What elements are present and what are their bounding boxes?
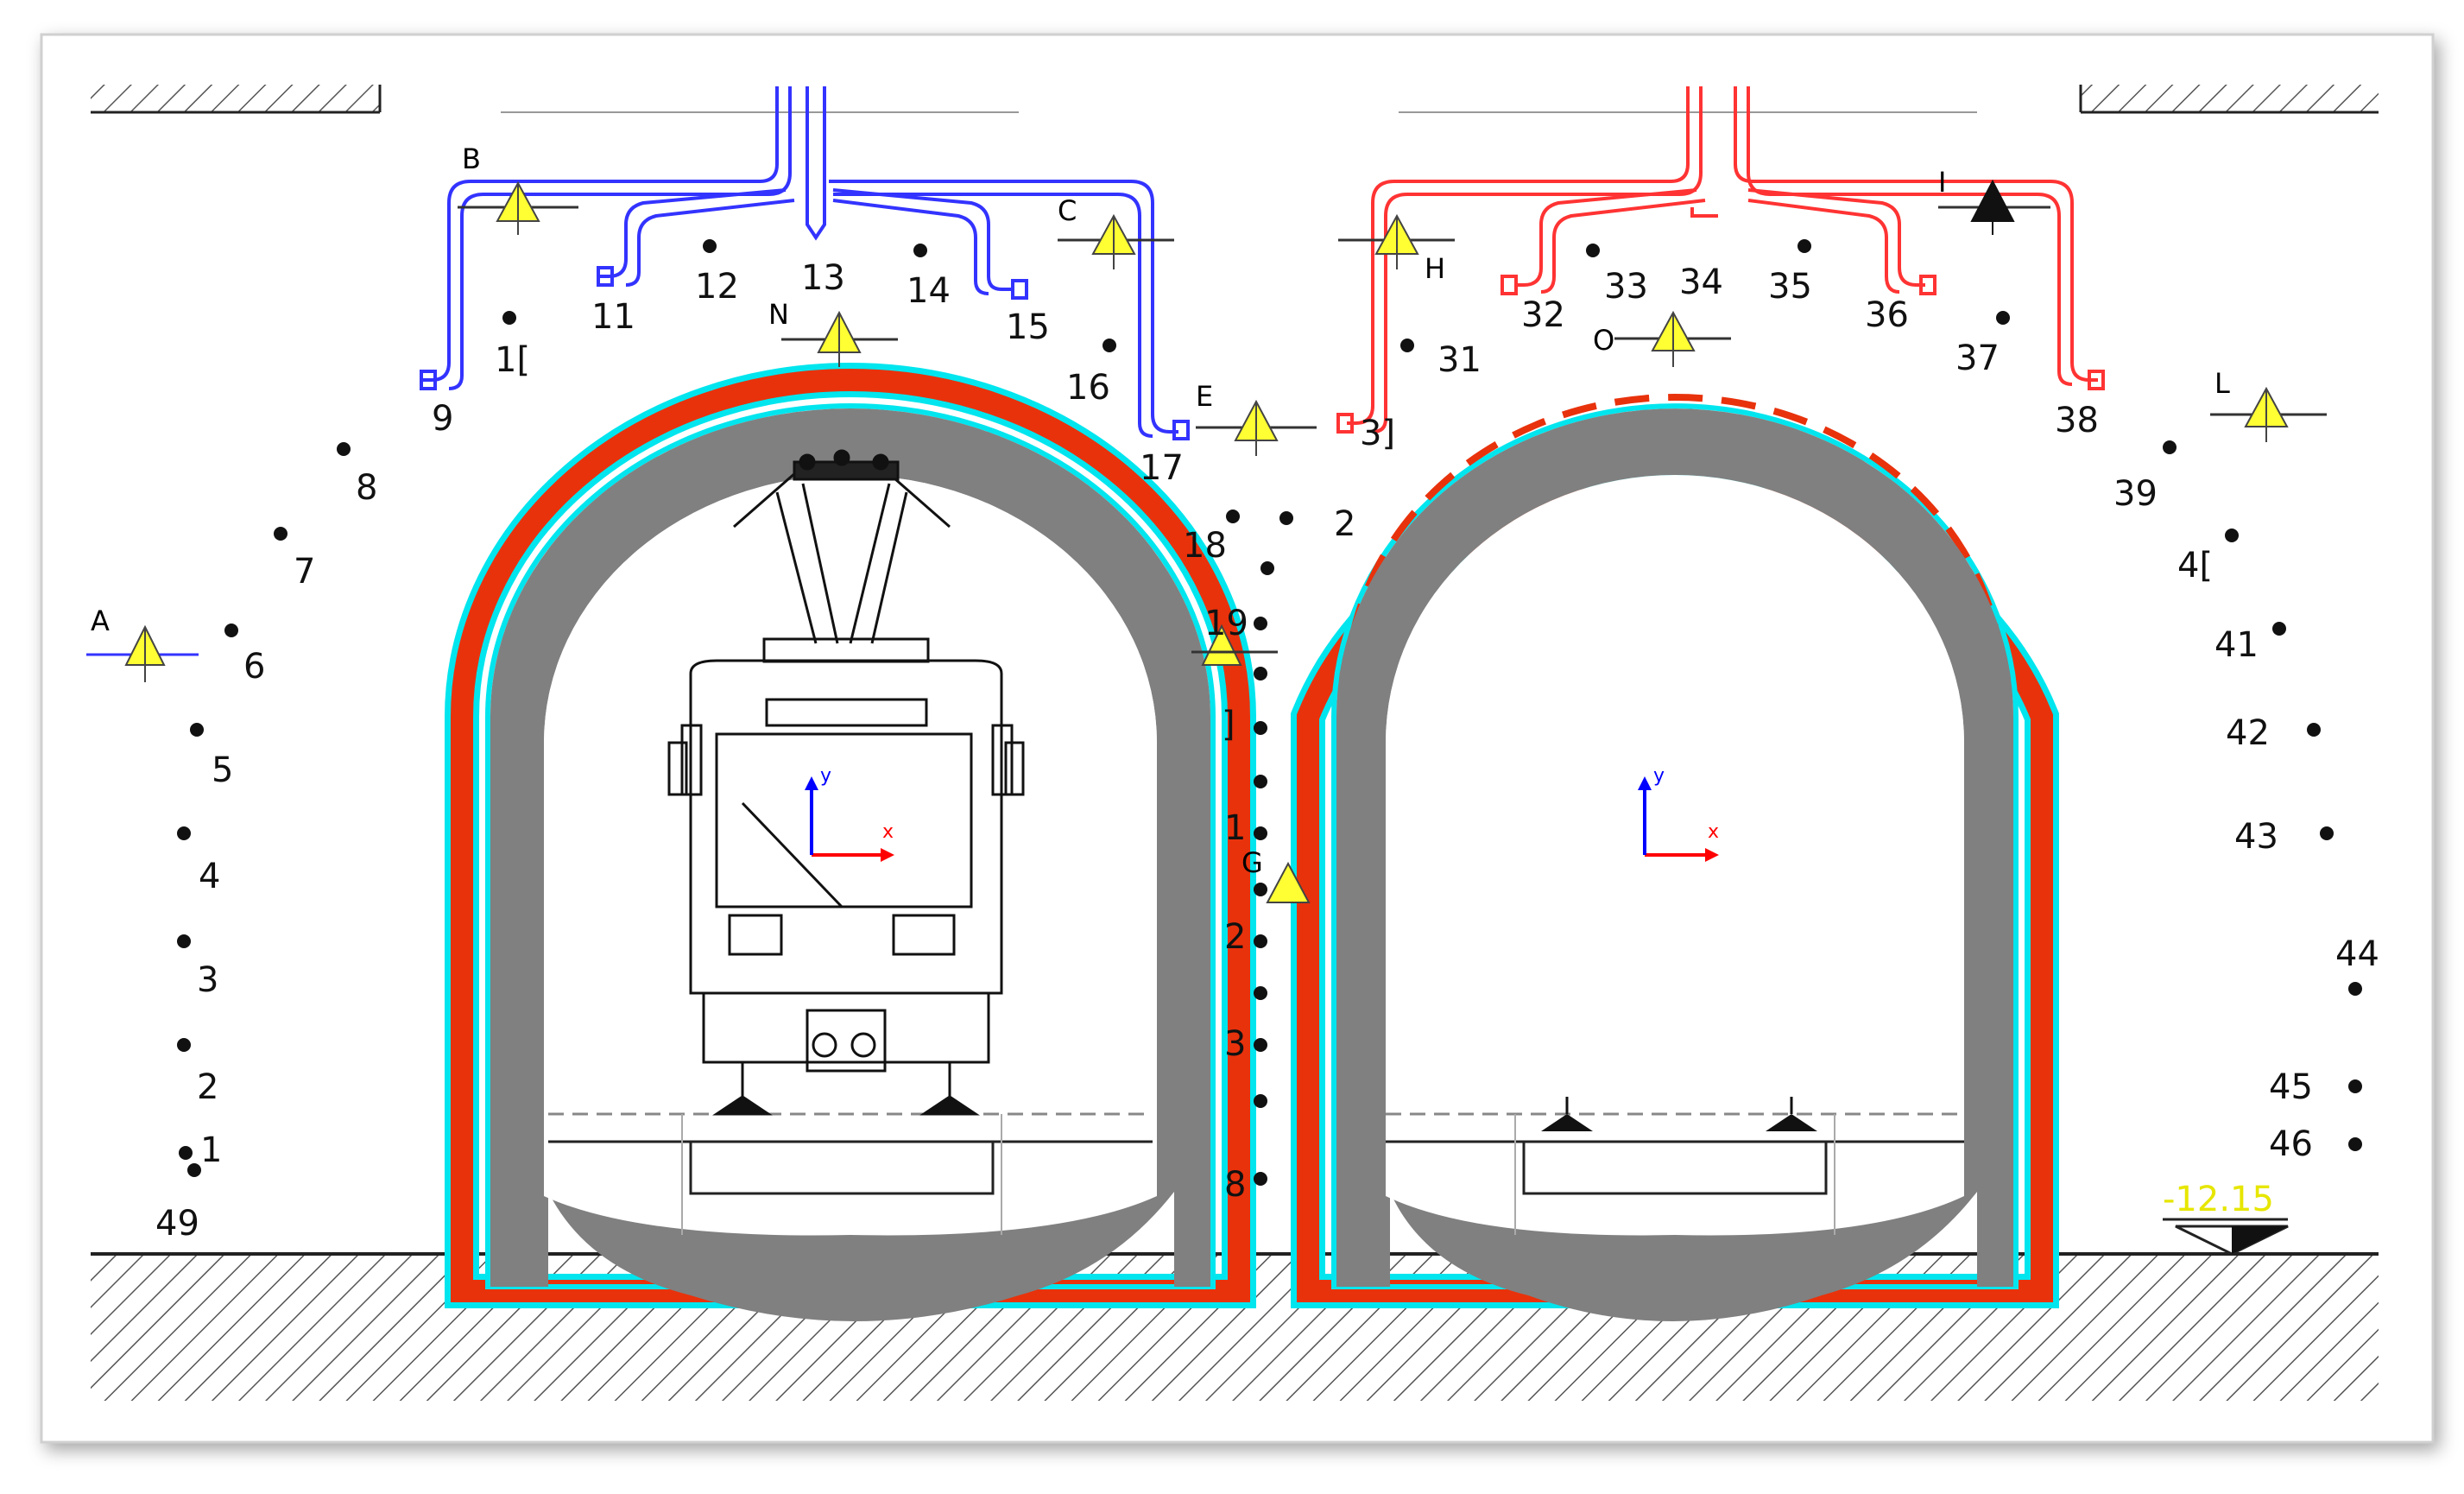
marker-h: H — [1338, 213, 1455, 285]
axis-x-label: x — [882, 821, 894, 843]
point-label: 41 — [2214, 625, 2259, 665]
svg-text:O: O — [1593, 324, 1614, 357]
point-label: 37 — [1955, 339, 2000, 378]
marker-c: C — [1058, 194, 1174, 269]
marker-between — [1191, 624, 1278, 666]
point-labels: 1 2 3 4 5 6 7 8 9 1[ 11 12 13 14 15 16 1… — [155, 258, 2379, 1244]
marker-l: L — [2210, 367, 2327, 442]
point-label: 16 — [1066, 368, 1110, 408]
point-label: 34 — [1679, 263, 1723, 302]
point-label: 4[ — [2177, 546, 2213, 586]
axis-triad-right: x y — [1638, 765, 1719, 862]
point-label: 49 — [155, 1204, 199, 1244]
point-label: 39 — [2113, 474, 2158, 514]
marker-e: E — [1196, 380, 1317, 456]
marker-a: A — [86, 605, 199, 682]
survey-markers: A B C N E H — [86, 142, 2327, 903]
point-label: 38 — [2055, 401, 2099, 440]
point-label: 3 — [1224, 1024, 1246, 1064]
axis-y-label: y — [820, 765, 831, 787]
point-label: ] — [1222, 705, 1235, 744]
point-label: 15 — [1006, 307, 1050, 347]
svg-text:B: B — [462, 142, 481, 175]
point-label: 6 — [243, 647, 265, 687]
svg-text:H: H — [1425, 252, 1445, 285]
marker-g: G — [1241, 846, 1311, 903]
left-tunnel — [445, 363, 1256, 1321]
point-label: 2 — [1224, 917, 1246, 957]
point-label: 3 — [197, 960, 218, 1000]
svg-text:N: N — [768, 298, 789, 331]
right-pipe-network — [1336, 86, 2105, 434]
point-label: 3] — [1360, 414, 1395, 453]
svg-text:A: A — [91, 605, 110, 637]
point-label: 7 — [294, 552, 315, 592]
marker-b: B — [458, 142, 578, 235]
point-label: 1 — [200, 1130, 222, 1170]
marker-o: O — [1593, 310, 1731, 367]
point-label: 1[ — [495, 340, 530, 380]
point-label: 12 — [695, 267, 739, 307]
tram-front-view — [667, 449, 1025, 1116]
marker-i: I — [1938, 166, 2050, 235]
elevation-value: -12.15 — [2163, 1180, 2274, 1219]
marker-n: N — [768, 298, 898, 367]
point-label: 43 — [2234, 817, 2278, 857]
point-label: 13 — [801, 258, 845, 298]
axis-y-label: y — [1653, 765, 1665, 787]
point-label: 8 — [356, 468, 377, 508]
point-label: 18 — [1183, 526, 1227, 566]
point-label: 44 — [2335, 934, 2379, 974]
point-label: 1 — [1224, 808, 1246, 848]
point-label: 32 — [1521, 295, 1565, 335]
svg-text:C: C — [1058, 194, 1077, 227]
svg-text:G: G — [1241, 846, 1263, 879]
axis-triad-left: x y — [805, 765, 894, 862]
point-label: 45 — [2269, 1067, 2313, 1107]
point-label: 35 — [1768, 267, 1812, 307]
svg-text:L: L — [2214, 367, 2230, 400]
point-label: 11 — [591, 297, 635, 337]
right-tunnel — [1291, 394, 2059, 1321]
point-label: 2 — [197, 1067, 218, 1107]
point-label: 9 — [432, 399, 453, 439]
measurement-points — [177, 239, 2362, 1186]
point-label: 36 — [1865, 295, 1909, 335]
point-label: 17 — [1140, 448, 1184, 488]
point-label: 14 — [907, 271, 951, 311]
left-pipe-network — [420, 86, 1190, 440]
svg-text:I: I — [1938, 166, 1946, 199]
point-label: 31 — [1437, 340, 1482, 380]
point-label: 5 — [212, 750, 233, 790]
axis-x-label: x — [1708, 821, 1719, 843]
elevation-marker: -12.15 — [2163, 1180, 2289, 1256]
point-label: 46 — [2269, 1124, 2313, 1164]
point-label: 4 — [199, 857, 220, 896]
point-label: 2 — [1334, 504, 1355, 544]
point-label: 33 — [1604, 267, 1648, 307]
point-label: 8 — [1224, 1165, 1246, 1205]
point-label: 19 — [1204, 604, 1248, 643]
point-label: 42 — [2226, 713, 2270, 753]
svg-text:E: E — [1196, 380, 1213, 413]
